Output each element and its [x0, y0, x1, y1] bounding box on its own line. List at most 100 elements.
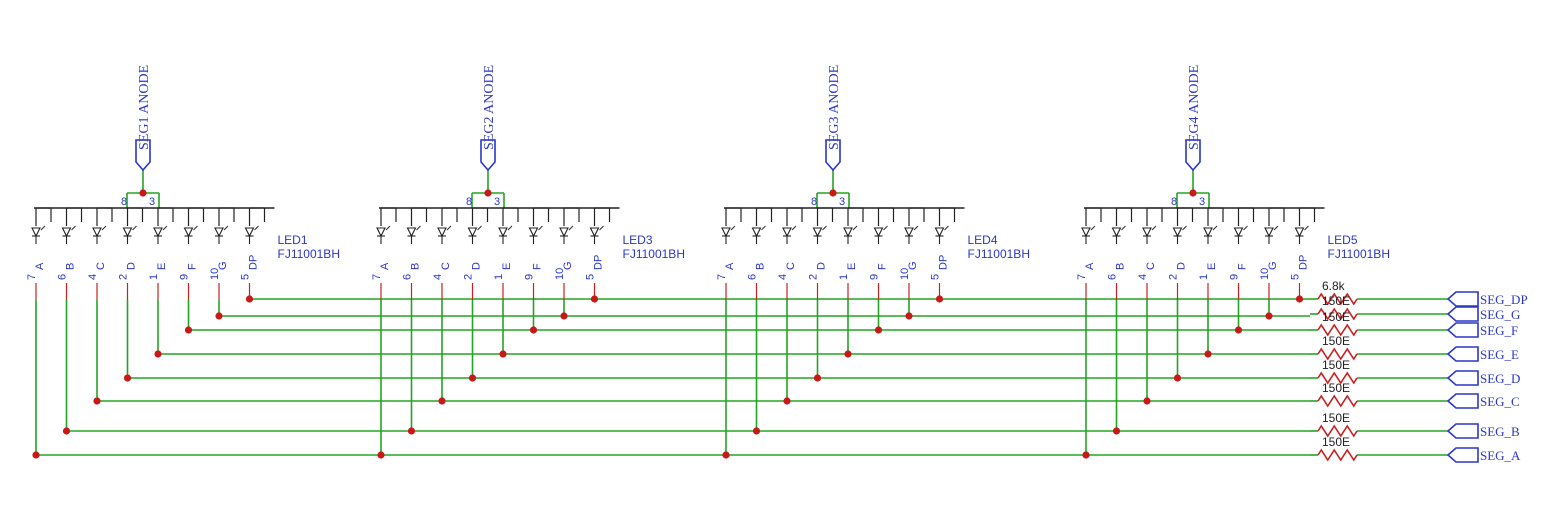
- diode-emission: [599, 225, 604, 231]
- segment-letter: E: [1206, 263, 1218, 270]
- diode-emission: [1243, 225, 1248, 231]
- segment-pin-number: 2: [118, 274, 130, 280]
- wires-layer: [35, 170, 1448, 456]
- diode-symbol: [1142, 227, 1152, 238]
- diode-emission: [1273, 225, 1279, 231]
- port-label: SEG_F: [1480, 323, 1518, 338]
- segment-letter: C: [440, 262, 452, 270]
- diode-symbol: [122, 227, 133, 238]
- junction-dot: [813, 374, 822, 382]
- diode-emission: [730, 225, 736, 231]
- diode-emission: [385, 225, 391, 231]
- port-flag: [1446, 447, 1479, 463]
- junction-dot: [1173, 374, 1182, 382]
- segment-pin-number: 2: [1168, 274, 1180, 280]
- diode-emission: [446, 225, 452, 231]
- segment-pin-number: 7: [26, 274, 38, 280]
- junction-dot: [829, 189, 837, 197]
- led-part-number: FJ11001BH: [968, 247, 1030, 261]
- segment-letter: A: [34, 262, 46, 270]
- segment-letter: G: [217, 261, 229, 270]
- port-label: SEG_B: [1480, 424, 1520, 439]
- diode-symbol: [1294, 227, 1305, 238]
- port-label: SEG_G: [1480, 307, 1520, 322]
- segment-letter: F: [1237, 263, 1249, 270]
- segment-pin-number: 1: [493, 274, 505, 280]
- led-refdes: LED4: [968, 233, 998, 247]
- diode-symbol: [61, 227, 72, 238]
- diode-emission: [944, 225, 949, 231]
- resistor-symbol: [1317, 424, 1358, 438]
- junction-dot: [438, 397, 446, 405]
- diode-symbol: [934, 227, 945, 238]
- junction-dot: [1143, 397, 1151, 405]
- resistor-symbol: [1317, 371, 1358, 385]
- junctions-layer: [32, 189, 1304, 459]
- diode-emission: [1212, 225, 1218, 231]
- segment-pin-number: 7: [1076, 274, 1088, 280]
- segment-letter: DP: [593, 255, 605, 270]
- diode-symbol: [153, 227, 163, 238]
- port-flag: [1446, 322, 1479, 338]
- led-refdes: LED5: [1328, 233, 1358, 247]
- common-pin-number: 8: [466, 196, 472, 208]
- junction-dot: [1265, 312, 1273, 320]
- port-flag: [1446, 370, 1479, 386]
- segment-pin-number: 4: [777, 274, 789, 280]
- diode-emission: [40, 225, 46, 231]
- junction-dot: [844, 350, 852, 358]
- segment-letter: G: [907, 261, 919, 270]
- segment-letter: C: [95, 262, 107, 270]
- diode-symbol: [406, 227, 417, 238]
- diode-emission: [507, 225, 513, 231]
- segment-pin-number: 9: [1229, 274, 1241, 280]
- segment-pin-number: 1: [1198, 274, 1210, 280]
- resistor-value: 150E: [1322, 310, 1350, 324]
- junction-dot: [62, 427, 71, 435]
- diode-symbol: [1081, 227, 1091, 238]
- resistor-value: 150E: [1322, 411, 1350, 425]
- junction-dot: [1082, 451, 1090, 459]
- resistor-value: 150E: [1322, 334, 1350, 348]
- diode-symbol: [782, 227, 792, 238]
- diode-symbol: [31, 227, 41, 238]
- resistor-symbol: [1317, 448, 1358, 462]
- diode-symbol: [751, 227, 762, 238]
- diode-emission: [1090, 225, 1096, 231]
- segment-pin-number: 2: [463, 274, 475, 280]
- junction-dot: [499, 350, 507, 358]
- diode-emission: [477, 225, 482, 231]
- port-flag: [1446, 423, 1479, 439]
- anode-port-flag: [1185, 139, 1201, 172]
- segment-pin-number: 6: [1107, 274, 1119, 280]
- diode-emission: [791, 225, 797, 231]
- diode-symbol: [1233, 227, 1244, 238]
- port-label: SEG_D: [1480, 371, 1520, 386]
- led-part-number: FJ11001BH: [1328, 247, 1390, 261]
- anode-label: SEG4 ANODE: [1187, 65, 1202, 150]
- diode-symbol: [498, 227, 508, 238]
- resistor-value: 150E: [1322, 435, 1350, 449]
- diode-emission: [162, 225, 168, 231]
- port-label: SEG_E: [1480, 347, 1519, 362]
- junction-dot: [468, 374, 477, 382]
- diode-symbol: [437, 227, 447, 238]
- segment-pin-number: 6: [402, 274, 414, 280]
- diode-symbol: [1264, 227, 1274, 238]
- segment-pin-number: 2: [808, 274, 820, 280]
- segment-pin-number: 7: [371, 274, 383, 280]
- segment-letter: A: [1084, 262, 1096, 270]
- segment-letter: F: [532, 263, 544, 270]
- junction-dot: [874, 326, 883, 334]
- anode-label: SEG3 ANODE: [827, 65, 842, 150]
- segment-pin-number: 5: [1290, 274, 1302, 280]
- segment-letter: DP: [1298, 255, 1310, 270]
- segment-pin-number: 9: [869, 274, 881, 280]
- diode-symbol: [467, 227, 478, 238]
- segment-pin-number: 4: [1137, 274, 1149, 280]
- segment-pin-number: 10: [209, 268, 221, 280]
- junction-dot: [1204, 350, 1212, 358]
- resistor-value: 150E: [1322, 381, 1350, 395]
- segment-letter: C: [785, 262, 797, 270]
